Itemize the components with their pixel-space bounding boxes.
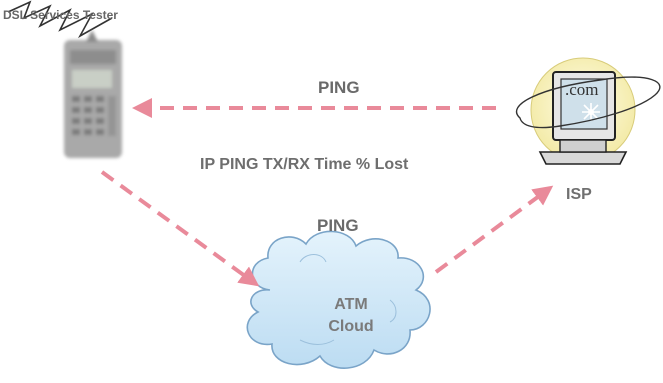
ping-arrow-cloud-to-isp xyxy=(434,185,554,274)
isp-label: ISP xyxy=(566,186,592,203)
isp-screen-text: .com xyxy=(565,80,599,99)
handheld-tester-icon xyxy=(64,30,122,158)
computer-globe-icon xyxy=(515,57,661,165)
ping-arrow-tester-to-cloud xyxy=(100,170,260,287)
ping-stats-label: IP PING TX/RX Time % Lost xyxy=(200,156,409,173)
cloud-label-line1: ATM xyxy=(334,296,368,313)
tester-title: DSL Services Tester xyxy=(3,8,118,22)
ping-label-middle: PING xyxy=(317,216,359,235)
ping-label-top: PING xyxy=(318,78,360,97)
title-scribble xyxy=(7,0,113,39)
cloud-label-line2: Cloud xyxy=(328,318,374,335)
cloud-icon xyxy=(246,230,431,369)
